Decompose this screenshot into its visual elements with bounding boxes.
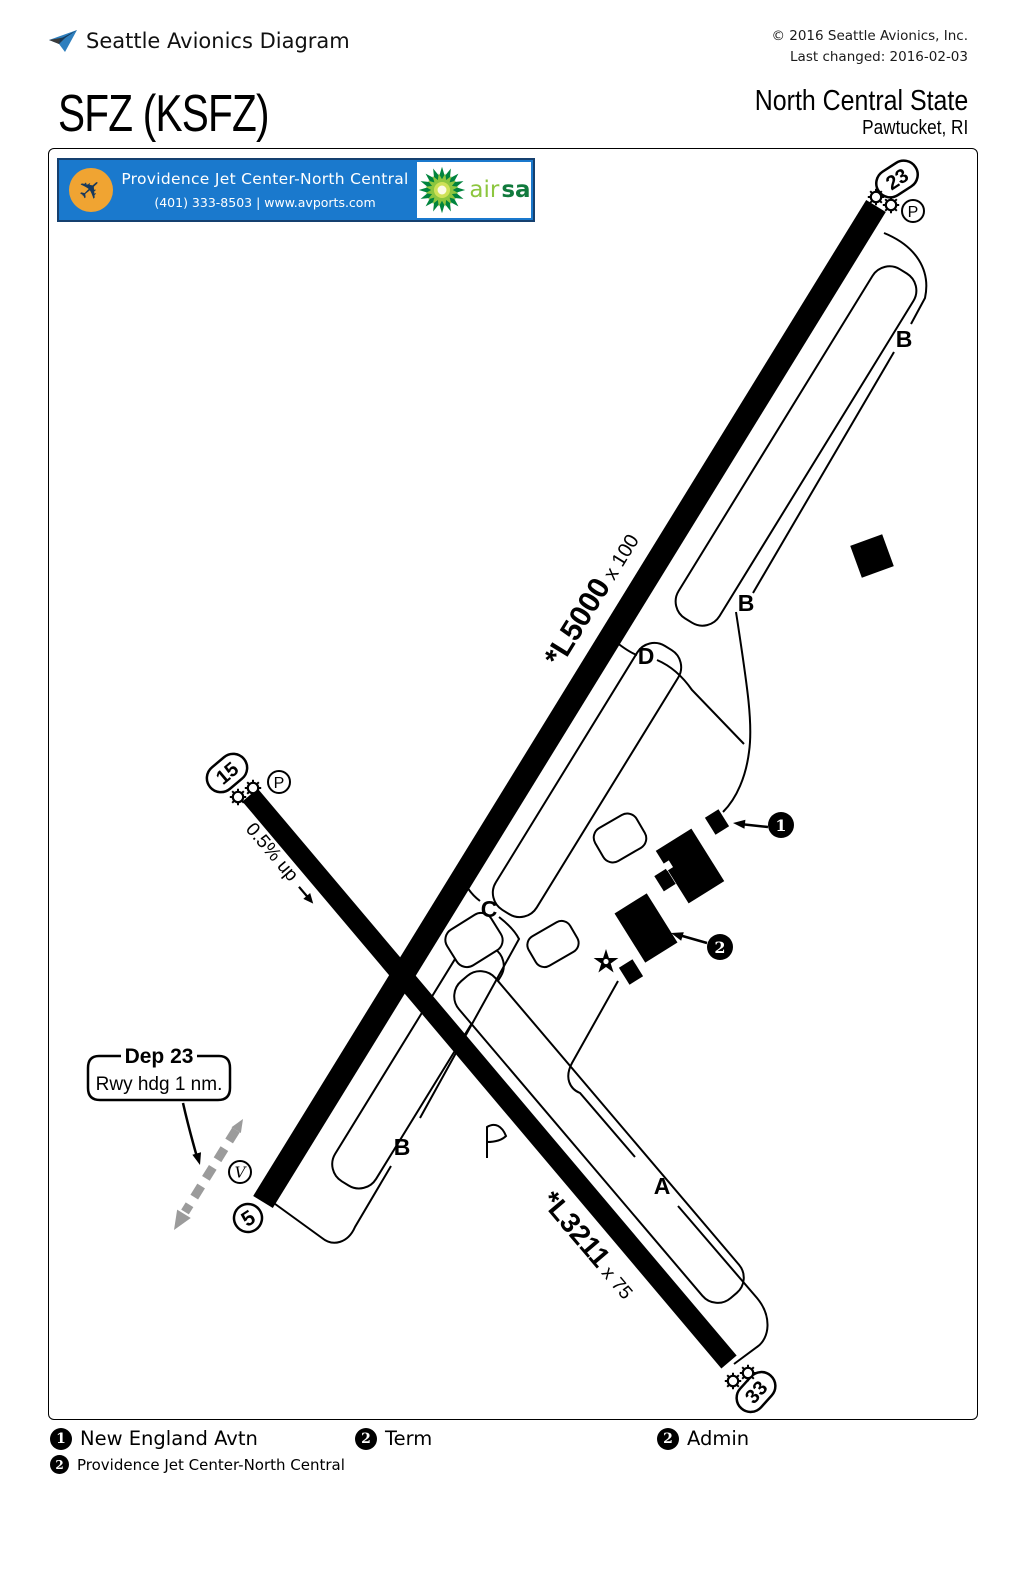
taxiway-b-label: B: [738, 590, 755, 616]
last-changed-line: Last changed: 2016-02-03: [790, 48, 968, 65]
runway-end-23: 23 P: [866, 159, 925, 223]
reil-icon: [243, 778, 263, 798]
callout-box: [86, 1054, 232, 1102]
taxiway-b-label: B: [394, 1134, 411, 1160]
windsock-icon: [486, 1123, 508, 1158]
legend-marker-2-icon: 2: [355, 1427, 377, 1450]
island-b-north: [674, 265, 918, 627]
marker-2: 2: [671, 932, 733, 960]
taxiway-a-loop-33: [677, 1205, 769, 1365]
app-title: Seattle Avionics Diagram: [86, 29, 350, 53]
island-a: [453, 970, 745, 1304]
building-terminal-annex: [654, 868, 676, 892]
apron-pad: [444, 911, 504, 969]
legend-label: New England Avtn: [80, 1427, 258, 1450]
reil-icon: [881, 195, 901, 215]
beacon-star-icon: [593, 949, 619, 973]
airport-code: SFZ (KSFZ): [58, 85, 270, 143]
legend-label: Providence Jet Center-North Central: [77, 1455, 345, 1474]
legend-item-1: 1 New England Avtn: [50, 1427, 355, 1450]
apron-pad: [592, 812, 648, 864]
airport-name: North Central State: [754, 85, 968, 117]
legend-label: Admin: [687, 1427, 750, 1450]
legend-row-1: 1 New England Avtn 2 Term 2 Admin: [50, 1427, 749, 1450]
island-b-mid: [491, 641, 683, 919]
reil-icon: [228, 787, 248, 807]
apron-pads: [444, 812, 648, 969]
callout-arrow: [181, 1102, 199, 1158]
runway-5-23: [253, 199, 886, 1209]
taxiway-d-label: D: [638, 643, 655, 669]
apron-pad: [526, 919, 580, 969]
taxiway-d-hook-2: [656, 659, 745, 745]
runway-end-5: 5 V: [228, 1160, 264, 1234]
legend-marker-2-icon: 2: [50, 1455, 69, 1474]
vasi-symbol: V: [235, 1164, 248, 1182]
taxiway-b-label: B: [896, 326, 913, 352]
marker-1-number: 1: [775, 816, 786, 835]
airport-city: Pawtucket, RI: [861, 117, 968, 140]
buildings: [614, 534, 894, 985]
fbo-name: Providence Jet Center-North Central: [121, 170, 409, 188]
dep23-callout: Dep 23 Rwy hdg 1 nm.: [86, 1045, 232, 1165]
callout-title: Dep 23: [125, 1045, 194, 1068]
runway-end-15: 15 P: [205, 752, 291, 807]
copyright-block: © 2016 Seattle Avionics, Inc. Last chang…: [771, 26, 968, 68]
app-header: Seattle Avionics Diagram: [48, 28, 350, 54]
taxiway-a-label: A: [654, 1173, 671, 1199]
legend-row-2: 2 Providence Jet Center-North Central: [50, 1455, 345, 1474]
parking-symbol-23: P: [908, 204, 919, 221]
paper-plane-icon: [49, 30, 77, 52]
taxiway-c-label: C: [481, 896, 498, 922]
fbo-text-block: Providence Jet Center-North Central (401…: [113, 170, 417, 210]
building-terminal: [655, 828, 725, 904]
taxiway-labels: B B D C B A: [394, 326, 913, 1199]
taxiway-a-line-1: [567, 980, 636, 1158]
building-small: [618, 959, 644, 985]
marker-1: 1: [733, 812, 794, 838]
fbo-contact: (401) 333-8503 | www.avports.com: [154, 195, 376, 210]
bp-logo-text-air: air: [469, 177, 500, 203]
building-new-england-avtn: [704, 809, 730, 835]
callout-body: Rwy hdg 1 nm.: [96, 1074, 223, 1095]
taxiway-lines: [270, 232, 928, 1365]
building-notch: [662, 860, 674, 871]
taxiway-b-line-1: [752, 351, 895, 594]
reil-icon: [738, 1363, 758, 1383]
fbo-circle-badge: ✈: [69, 168, 113, 212]
fbo-banner[interactable]: ✈ Providence Jet Center-North Central (4…: [57, 158, 535, 222]
marker-2-number: 2: [714, 938, 725, 957]
bp-logo-text-sa: sa: [501, 177, 531, 203]
reil-icon: [723, 1371, 743, 1391]
building-hangar: [850, 534, 894, 578]
taxiway-b-line-2: [419, 916, 521, 1119]
ramp-edge-east: [722, 611, 752, 813]
bp-helios-icon: [419, 166, 466, 214]
parking-symbol-15: P: [274, 775, 285, 792]
runway-end-33: 33: [723, 1363, 777, 1414]
legend-item-2: 2 Term: [355, 1427, 657, 1450]
airport-name-block: North Central State Pawtucket, RI: [755, 86, 968, 140]
taxiway-b-loop-5: [270, 1165, 392, 1244]
taxiway-islands: [331, 265, 918, 1304]
copyright-line: © 2016 Seattle Avionics, Inc.: [771, 28, 968, 44]
legend-marker-2-icon: 2: [657, 1427, 679, 1450]
building-admin-fbo: [614, 893, 678, 963]
departure-path-arrow: [174, 1119, 243, 1230]
runway-15-33: [242, 788, 737, 1369]
diagram-frame: [48, 148, 978, 1420]
legend-item-3: 2 Admin: [657, 1427, 749, 1450]
reil-icon: [866, 187, 886, 207]
legend-marker-1-icon: 1: [50, 1427, 72, 1450]
taxiway-b-loop-23: [883, 232, 928, 325]
legend-label: Term: [385, 1427, 433, 1450]
